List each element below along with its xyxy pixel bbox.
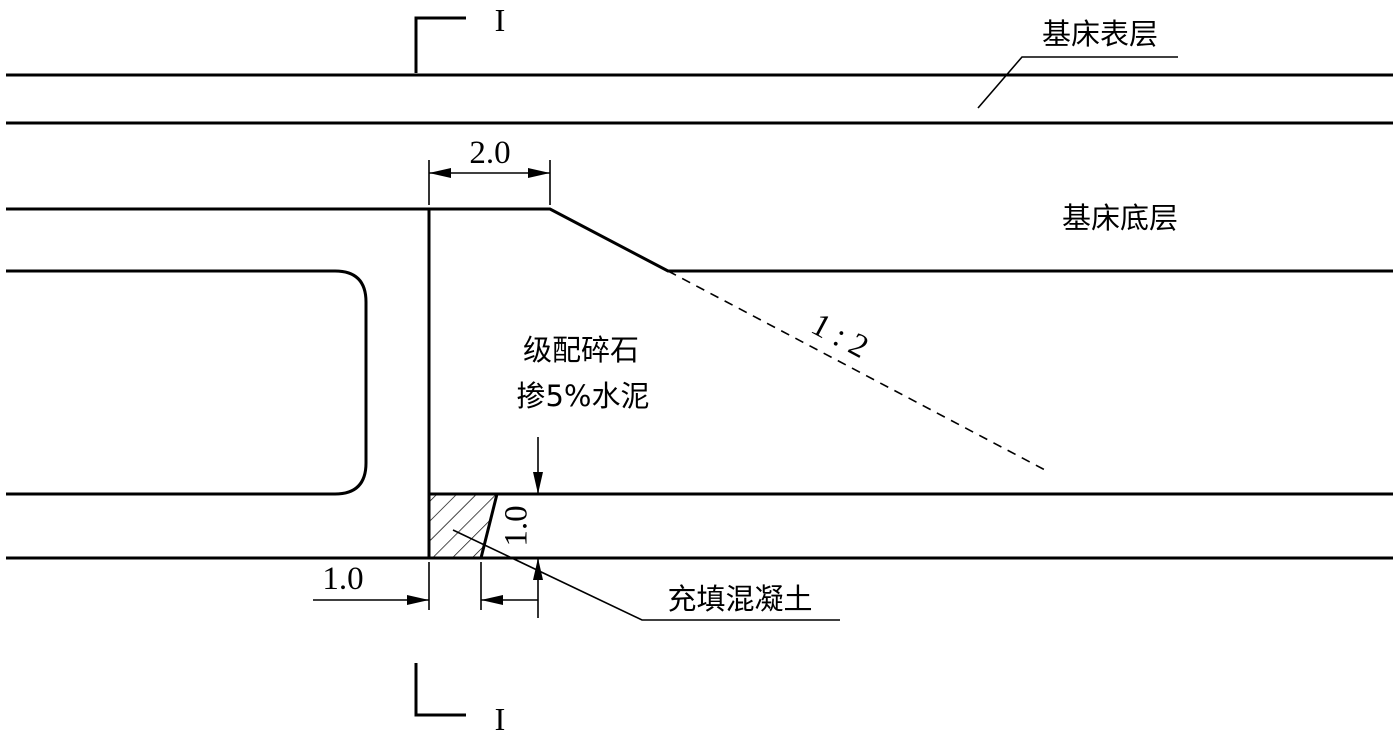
- culvert-outline: [6, 269, 368, 496]
- top-width-value: 2.0: [469, 135, 510, 171]
- concrete-fill-callout: 充填混凝土: [452, 529, 840, 621]
- hatched-height-dimension: 1.0: [499, 437, 543, 618]
- bottom-layer-top-line: [6, 207, 1393, 273]
- bottom-offset-value: 1.0: [322, 561, 363, 597]
- hatched-height-value: 1.0: [499, 505, 535, 546]
- section-mark-top: I: [414, 2, 506, 73]
- surface-layer-label: 基床表层: [1042, 17, 1158, 51]
- surface-layer-callout: 基床表层: [977, 17, 1178, 109]
- fill-material-line1: 级配碎石: [523, 333, 639, 367]
- top-width-dimension: 2.0: [428, 135, 551, 205]
- section-mark-bottom-label: I: [495, 701, 506, 734]
- slope-ratio-label: 1 : 2: [805, 307, 874, 366]
- section-mark-top-label: I: [495, 2, 506, 38]
- fill-material-line2: 掺5%水泥: [516, 379, 649, 413]
- bottom-layer-label: 基床底层: [1062, 201, 1178, 235]
- concrete-fill-hatched-area: [427, 492, 499, 560]
- slope-extension-dashed-line: [667, 270, 1046, 471]
- section-mark-bottom: I: [414, 663, 506, 734]
- concrete-fill-label: 充填混凝土: [667, 582, 812, 616]
- bottom-offset-dimension: 1.0: [313, 561, 538, 610]
